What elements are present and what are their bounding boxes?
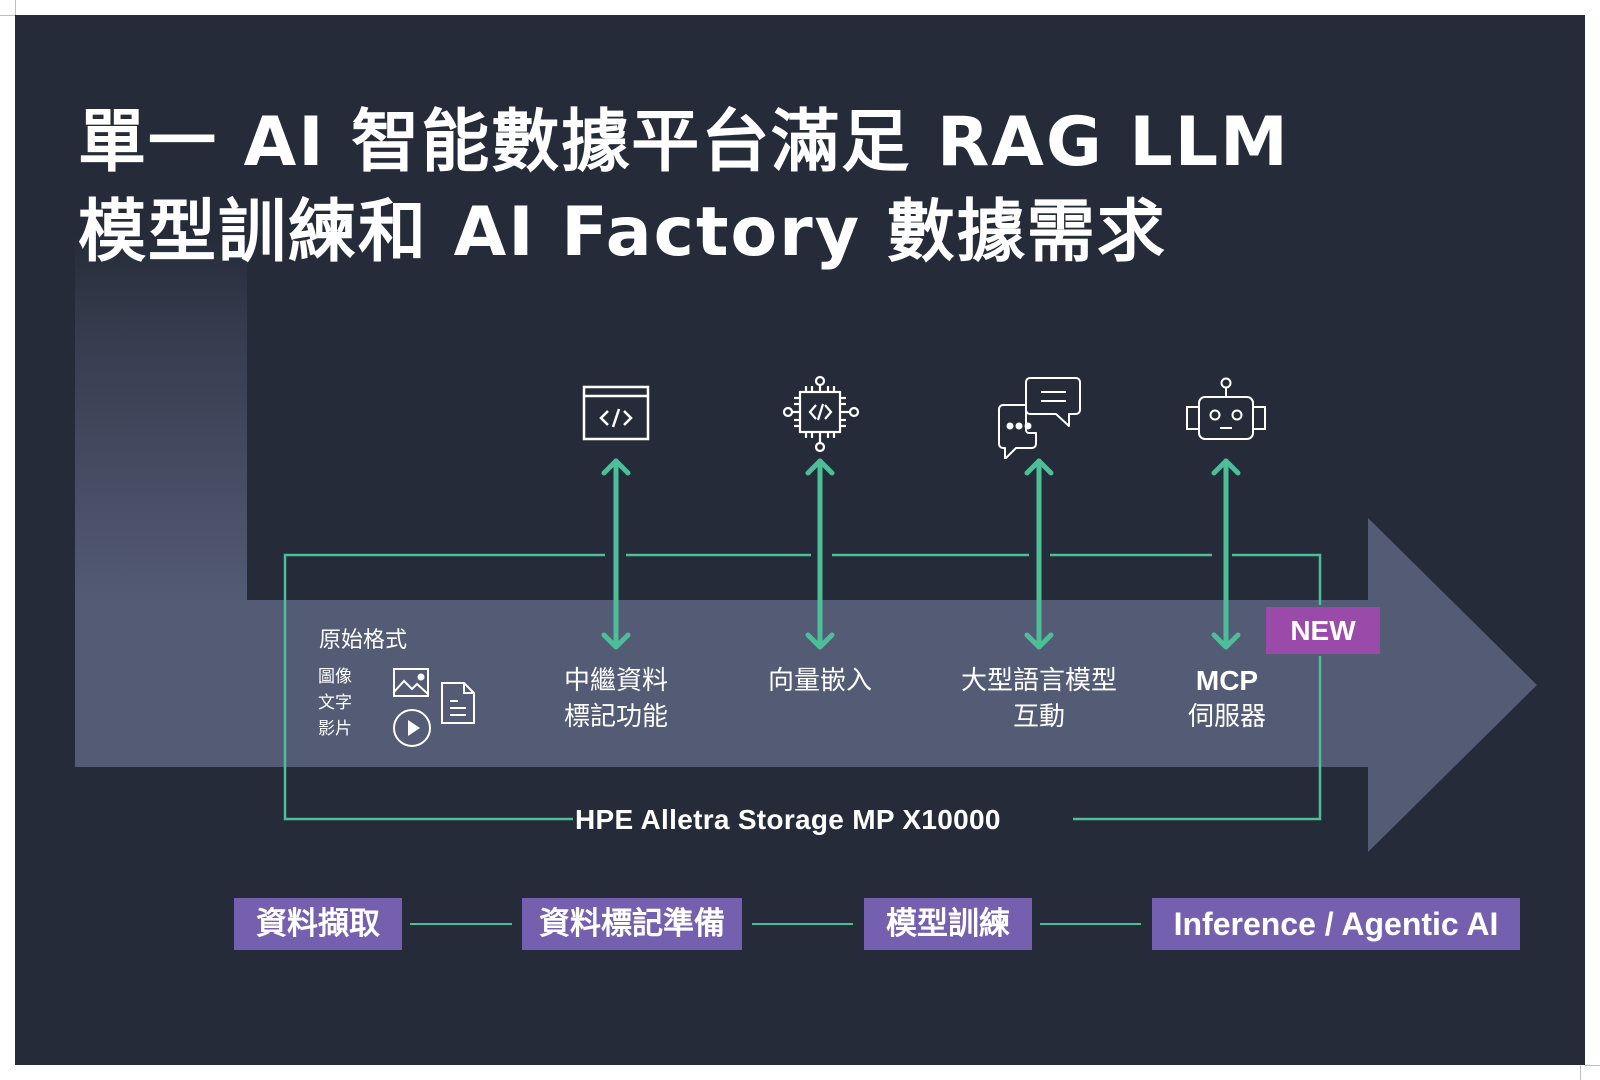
capability-metadata-label: 中繼資料 標記功能 <box>536 663 696 735</box>
storage-product-label: HPE Alletra Storage MP X10000 <box>575 804 1001 835</box>
page-title: 單一 AI 智能數據平台滿足 RAG LLM 模型訓練和 AI Factory … <box>78 98 1290 278</box>
robot-icon <box>1186 377 1266 440</box>
capability-vector-label: 向量嵌入 <box>740 663 900 699</box>
capability-llm-line1: 大型語言模型 <box>960 666 1117 696</box>
capability-mcp-label: MCP 伺服器 <box>1152 663 1302 735</box>
double-arrow-mcp <box>1211 458 1241 650</box>
double-arrows <box>601 458 1241 650</box>
flow-arrow <box>75 518 1537 852</box>
new-badge: NEW <box>1266 607 1380 654</box>
crop-mark-top-left-v <box>15 0 16 15</box>
double-arrow-llm <box>1024 458 1054 650</box>
capability-metadata-line1: 中繼資料 <box>563 666 668 696</box>
document-icon <box>441 682 475 724</box>
flow-vertical-bar <box>75 235 247 605</box>
title-line-2: 模型訓練和 AI Factory 數據需求 <box>78 193 1167 272</box>
crop-mark-bottom-right-v <box>1580 1065 1581 1080</box>
play-video-icon <box>393 709 431 747</box>
diagram-panel <box>15 15 1585 1065</box>
source-type-image: 圖像 <box>318 667 352 687</box>
capability-vector-line1: 向量嵌入 <box>767 666 872 696</box>
storage-frame <box>283 553 1322 821</box>
capability-mcp-line2: 伺服器 <box>1187 702 1266 732</box>
source-type-text: 文字 <box>318 693 352 713</box>
source-type-video: 影片 <box>318 719 352 739</box>
stage-data-ingestion: 資料擷取 <box>234 898 402 950</box>
chat-bubbles-icon <box>998 377 1081 459</box>
crop-mark-bottom-right-h <box>1585 1065 1600 1066</box>
double-arrow-vector <box>805 458 835 650</box>
stage-data-labeling-prep: 資料標記準備 <box>522 898 742 950</box>
source-types: 圖像 文字 影片 <box>318 664 352 742</box>
capability-mcp-line1: MCP <box>1195 665 1259 696</box>
title-line-1: 單一 AI 智能數據平台滿足 RAG LLM <box>78 103 1290 182</box>
capability-llm-label: 大型語言模型 互動 <box>939 663 1139 735</box>
ai-chip-icon <box>782 375 860 453</box>
capability-llm-line2: 互動 <box>1012 702 1065 732</box>
image-icon <box>393 668 429 697</box>
stage-inference-agentic-ai: Inference / Agentic AI <box>1152 898 1520 950</box>
source-heading: 原始格式 <box>319 628 408 653</box>
stage-model-training: 模型訓練 <box>864 898 1032 950</box>
capability-metadata-line2: 標記功能 <box>563 702 668 732</box>
crop-mark-top-left-h <box>0 15 15 16</box>
double-arrow-metadata <box>601 458 631 650</box>
code-window-icon <box>582 385 650 441</box>
